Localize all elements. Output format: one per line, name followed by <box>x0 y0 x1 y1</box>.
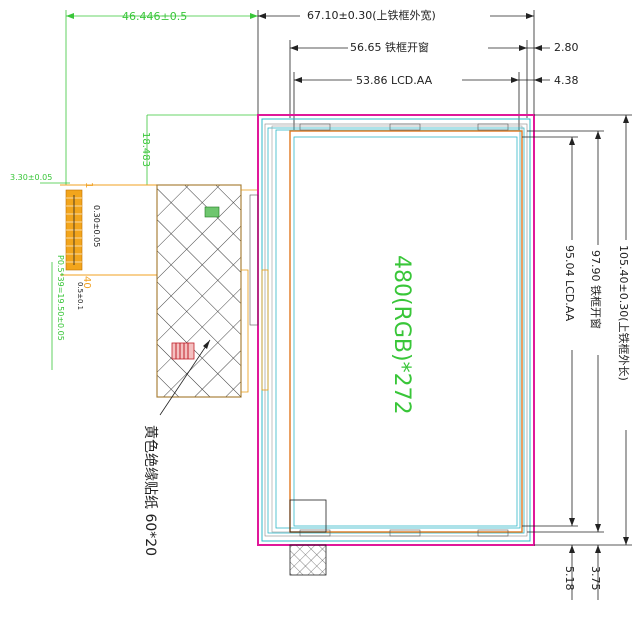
dim-bottom-margin-2: 3.75 <box>589 566 602 591</box>
dim-fpc-width-tol: 3.30±0.05 <box>10 173 52 182</box>
insulation-tape-label: 黄色绝缘贴纸 60*20 <box>142 425 159 556</box>
right-dimensions: 95.04 LCD.AA 97.90 铁框开窗 105.40±0.30(上铁框外… <box>522 114 633 600</box>
pin-last-label: 40 <box>81 276 92 289</box>
red-component <box>171 342 195 360</box>
dim-right-margin-1: 2.80 <box>554 41 579 54</box>
dim-top-offset: 18.483 <box>140 132 151 167</box>
lcd-panel: 480(RGB)*272 <box>249 114 535 546</box>
dim-outer-width: 67.10±0.30(上铁框外宽) <box>307 8 436 22</box>
dim-right-margin-2: 4.38 <box>554 74 579 87</box>
lcd-active-area <box>289 130 523 533</box>
dim-frame-opening-width: 56.65 铁框开窗 <box>350 40 429 54</box>
dim-lcd-aa-width: 53.86 LCD.AA <box>356 74 433 87</box>
dim-pin-width: 0.30±0.05 <box>92 205 101 247</box>
dim-bottom-margin-1: 5.18 <box>563 566 576 591</box>
dim-pin-pitch-total: P0.5*39=19.50±0.05 <box>56 255 65 341</box>
dim-pin-gap: 0.5±0.1 <box>76 282 84 310</box>
top-dimensions: 46.446±0.5 67.10±0.30(上铁框外宽) 56.65 铁框开窗 … <box>65 6 579 185</box>
top-offset-dimension: 18.483 <box>140 114 258 185</box>
dim-outer-length: 105.40±0.30(上铁框外长) <box>617 245 630 381</box>
dim-frame-opening-height: 97.90 铁框开窗 <box>589 250 603 329</box>
resolution-label: 480(RGB)*272 <box>389 255 414 415</box>
green-component <box>204 206 220 218</box>
dim-fpc-offset: 46.446±0.5 <box>122 10 187 23</box>
outer-iron-frame <box>257 114 535 546</box>
insulation-tape-area: 黄色绝缘贴纸 60*20 <box>142 184 258 556</box>
dim-lcd-aa-height: 95.04 LCD.AA <box>563 245 576 322</box>
pin-first-label: 1 <box>83 182 94 188</box>
bottom-tab-hatch <box>289 544 327 576</box>
fpc-connector: 1 40 3.30±0.05 0.30±0.05 P0.5*39=19.50±0… <box>10 173 157 370</box>
